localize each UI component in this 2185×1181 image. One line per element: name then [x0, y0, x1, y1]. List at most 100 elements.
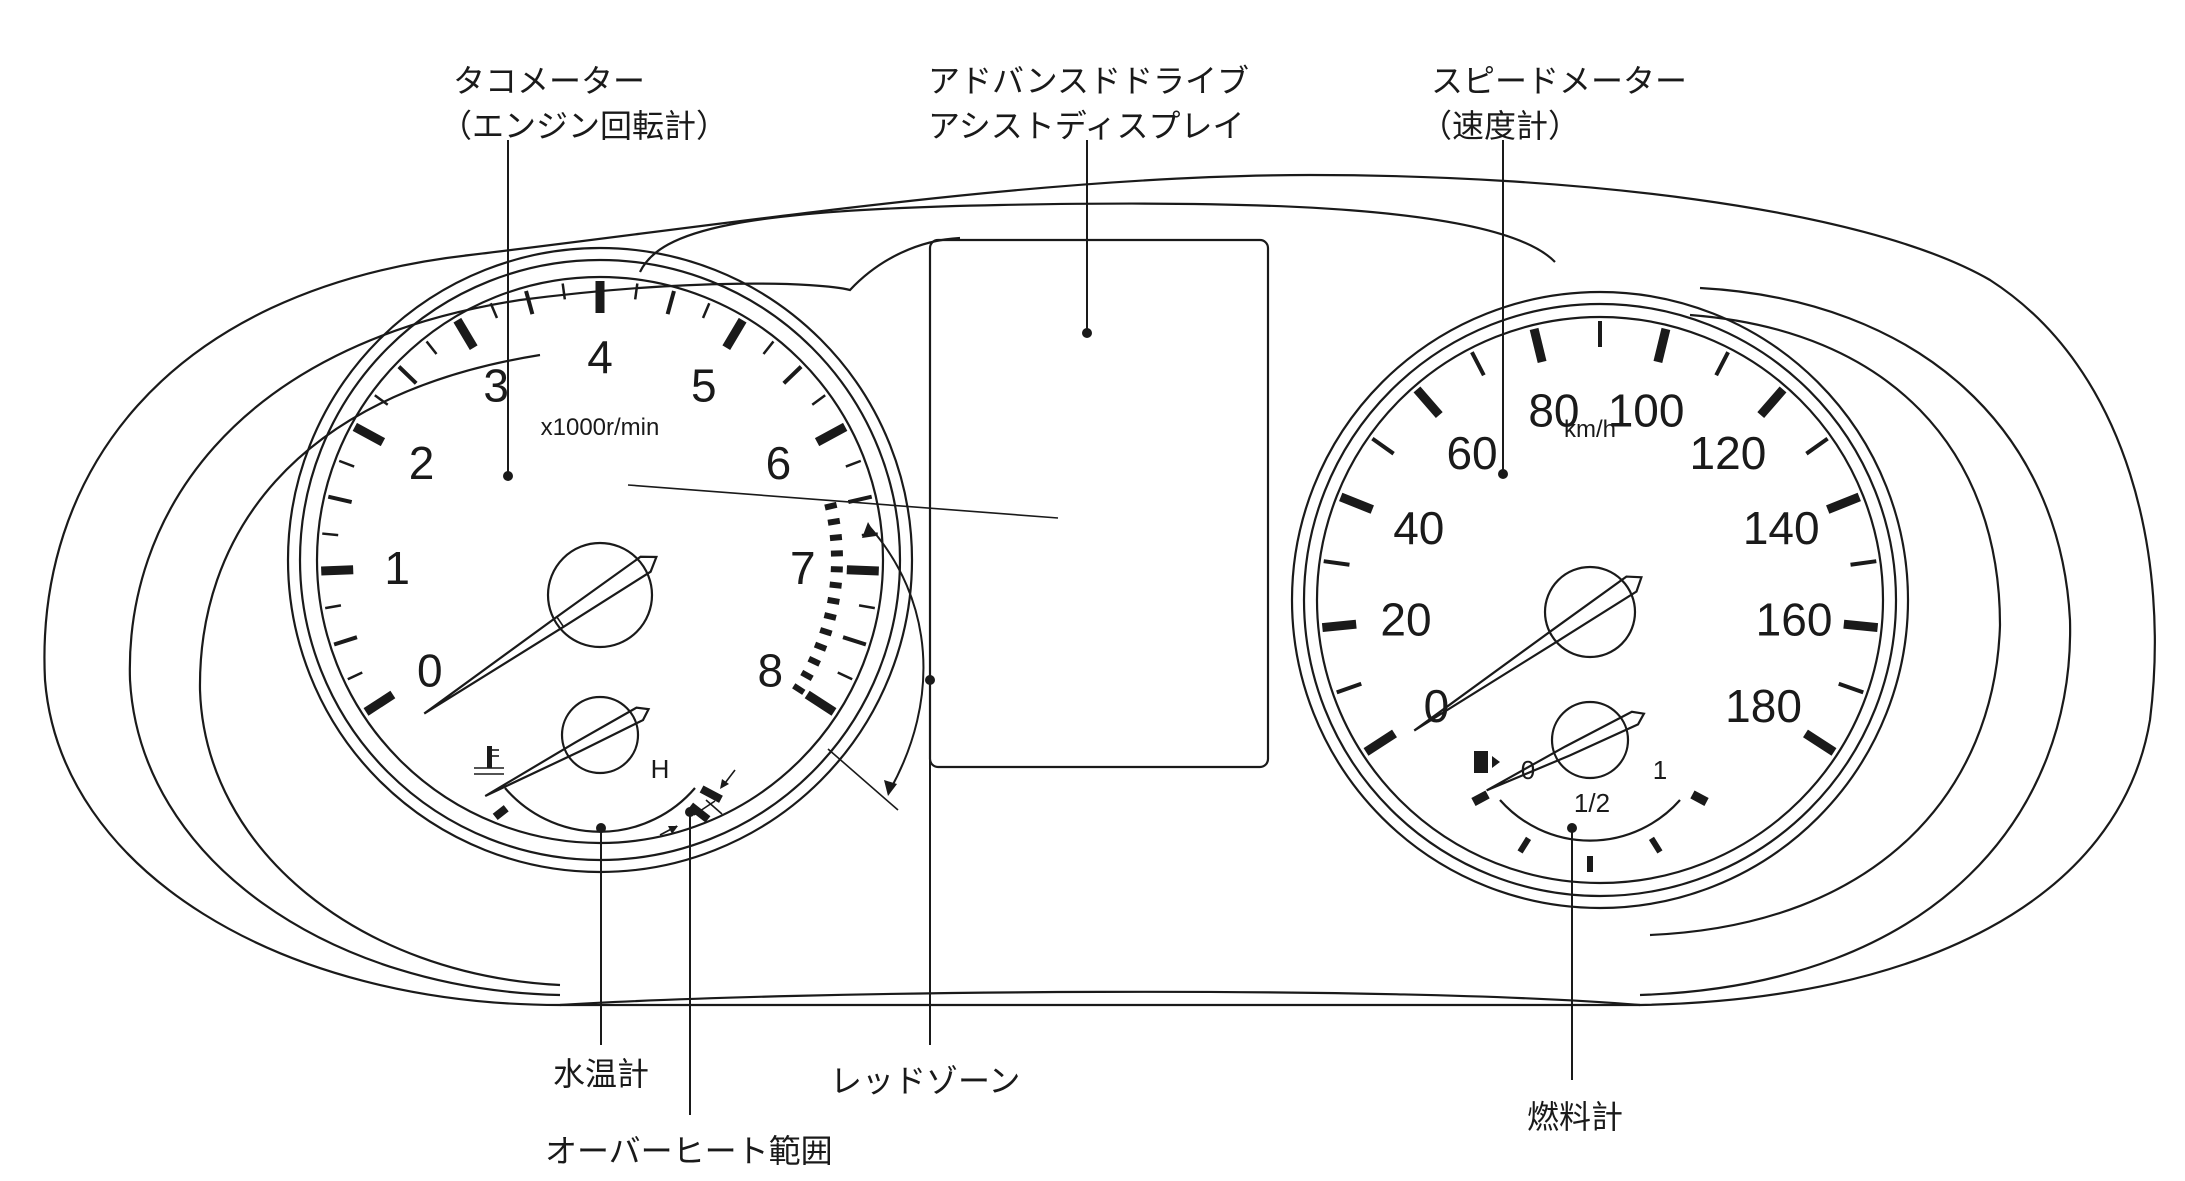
leader-lines: [503, 140, 1577, 1115]
temp-h-label: H: [651, 754, 670, 784]
speedometer-major-tick: [1826, 492, 1861, 514]
tachometer-mid-tick: [847, 494, 873, 505]
speedometer-dial: [1315, 315, 1885, 885]
tachometer-minor-tick: [338, 459, 355, 468]
red-zone-arrow-up: [862, 522, 876, 538]
red-zone-bound-lower-guide: [827, 748, 899, 811]
speedometer-label: 60: [1446, 427, 1497, 479]
speedometer-label: 160: [1756, 593, 1833, 645]
speedometer-major-tick: [1653, 327, 1671, 363]
tachometer-label: 5: [691, 360, 717, 412]
fuel-tick: [1517, 836, 1532, 854]
fuel-label-full: 1: [1653, 755, 1667, 785]
fuel-tick: [1690, 790, 1709, 806]
tachometer-needle-hub: [546, 541, 654, 649]
tachometer-ticks: [321, 281, 879, 716]
tachometer-mid-tick: [782, 365, 803, 385]
tachometer-label: 7: [790, 542, 816, 594]
red-zone-mark: [800, 669, 814, 682]
tachometer-minor-tick: [324, 604, 342, 610]
tachometer-mid-tick: [397, 365, 418, 385]
tachometer-minor-tick: [811, 394, 826, 406]
speedometer-bezel-outer: [1290, 290, 1910, 910]
speedometer-label: 20: [1380, 593, 1431, 645]
speedometer-major-tick: [1413, 386, 1443, 419]
speedometer-major-tick: [1339, 492, 1374, 514]
tachometer-minor-tick: [701, 302, 711, 319]
speedometer-minor-tick: [1323, 559, 1350, 567]
callout-water-temp: 水温計: [553, 1055, 649, 1093]
speedometer-housing-contour: [1639, 286, 2072, 997]
red-zone-mark: [807, 656, 821, 667]
tachometer-label: 4: [587, 331, 613, 383]
speedometer-label: 80: [1528, 385, 1579, 437]
water-temp-ticks: [492, 785, 723, 823]
tachometer-minor-tick: [845, 459, 862, 468]
cluster-lower-edge: [559, 990, 1641, 1007]
tachometer-mid-tick: [842, 635, 867, 647]
tachometer-minor-tick: [858, 604, 876, 610]
water-temp-hub: [560, 695, 640, 775]
speedometer-ticks: [1321, 321, 1879, 756]
red-zone-mark: [813, 641, 828, 652]
cluster-outer-housing: [43, 173, 2156, 1007]
tachometer-label: 0: [417, 645, 443, 697]
callout-speedometer-line2: （速度計）: [1420, 107, 1580, 145]
tachometer-minor-tick: [837, 671, 853, 681]
fuel-ticks: [1471, 790, 1709, 872]
tachometer-major-tick: [804, 690, 837, 716]
speedometer-minor-tick: [1805, 437, 1829, 456]
tachometer-minor-tick: [489, 302, 499, 319]
speedometer-housing-contour-2: [1649, 313, 2002, 937]
fuel-label-empty: 0: [1521, 755, 1535, 785]
callout-display-line1: アドバンスドドライブ: [928, 62, 1249, 100]
speedometer-unit: km/h: [1564, 416, 1616, 443]
tachometer-major-tick: [453, 317, 478, 351]
speedometer-needle-hub: [1543, 565, 1637, 659]
fuel-needle: [1486, 710, 1646, 792]
tachometer-mid-tick: [333, 635, 358, 647]
speedometer-minor-tick: [1850, 559, 1877, 567]
speedometer-minor-tick: [1336, 681, 1362, 695]
tachometer-label: 8: [757, 645, 783, 697]
water-temp-needle: [484, 706, 651, 798]
speedometer-major-tick: [1363, 729, 1397, 756]
speedometer-label: 0: [1424, 680, 1450, 732]
red-zone-mark: [819, 627, 833, 637]
tachometer-minor-tick: [633, 283, 639, 300]
coolant-temp-icon: [474, 746, 504, 775]
callout-tachometer-line1: タコメーター: [453, 62, 645, 100]
water-temp-tick: [688, 802, 711, 823]
callout-fuel: 燃料計: [1527, 1098, 1623, 1136]
tachometer-major-tick: [846, 565, 879, 576]
speedometer-major-tick: [1803, 729, 1837, 756]
red-zone-mark: [829, 581, 842, 589]
red-zone-mark: [827, 596, 840, 605]
water-temp-tick: [699, 785, 723, 803]
red-zone-arrow-down: [884, 780, 897, 796]
speedometer-minor-tick: [1838, 681, 1864, 695]
tachometer-minor-tick: [762, 340, 775, 355]
speedometer-needle: [1413, 575, 1643, 732]
speedometer-minor-tick: [1371, 437, 1395, 456]
tachometer-mid-tick: [665, 290, 676, 315]
tachometer-minor-tick: [322, 532, 339, 537]
red-zone-mark: [829, 533, 843, 542]
speedometer-minor-tick: [1470, 351, 1486, 377]
speedometer-label: 140: [1743, 502, 1820, 554]
red-zone-mark: [827, 517, 841, 526]
callout-red-zone: レッドゾーン: [830, 1062, 1020, 1100]
tachometer-minor-tick: [425, 340, 438, 355]
cluster-middle-contour: [128, 236, 961, 997]
tachometer-minor-tick: [347, 671, 363, 681]
callout-display-line2: アシストディスプレイ: [928, 107, 1244, 145]
speedometer-major-tick: [1321, 619, 1357, 633]
red-zone-marks: [792, 501, 843, 695]
advanced-drive-assist-display: [928, 238, 1270, 769]
tachometer-mid-tick: [327, 494, 353, 505]
tachometer-needle: [423, 555, 658, 715]
